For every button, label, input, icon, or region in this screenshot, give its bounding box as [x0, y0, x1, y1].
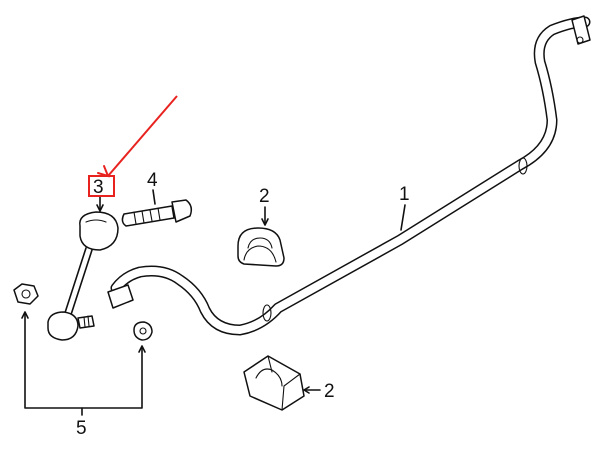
bushing-upper — [237, 227, 285, 267]
callout-1: 1 — [399, 184, 410, 205]
hex-nut-left — [13, 283, 39, 305]
callout-2-lower: 2 — [324, 381, 335, 402]
flange-nut-right — [133, 321, 153, 341]
stabilizer-link — [47, 211, 119, 341]
stabilizer-bar — [107, 15, 591, 336]
highlight-arrowhead — [97, 165, 110, 178]
callout-2-upper: 2 — [259, 186, 270, 207]
callout-5: 5 — [76, 418, 87, 439]
highlight-arrow — [107, 95, 178, 177]
bushing-lower — [243, 355, 305, 411]
callout-4: 4 — [147, 170, 158, 191]
leader-lines — [21, 189, 406, 416]
highlight-box — [88, 175, 115, 197]
link-bolt — [121, 199, 193, 227]
callout-3: 3 — [93, 177, 104, 198]
highlight-annotation — [88, 95, 178, 197]
